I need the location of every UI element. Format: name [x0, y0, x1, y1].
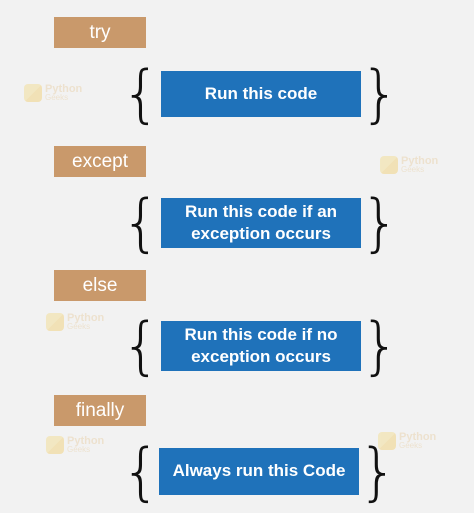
else-body-box: Run this code if no exception occurs	[161, 321, 361, 371]
watermark-name: Python	[401, 155, 439, 167]
close-brace-icon: }	[360, 57, 400, 130]
close-brace-icon: }	[358, 435, 398, 508]
watermark-sub: Geeks	[401, 165, 425, 175]
close-brace-icon: }	[360, 309, 400, 382]
watermark-sub: Geeks	[67, 445, 91, 455]
watermark-name: Python	[399, 431, 437, 443]
watermark-logo: Python Geeks	[380, 155, 439, 175]
watermark-logo: Python Geeks	[46, 435, 105, 455]
open-brace-icon: {	[121, 435, 161, 508]
python-logo-icon	[380, 156, 398, 175]
open-brace-icon: {	[121, 186, 161, 259]
finally-body-box: Always run this Code	[159, 448, 359, 495]
finally-keyword-label: finally	[54, 395, 146, 426]
try-keyword-label: try	[54, 17, 146, 48]
watermark-name: Python	[45, 83, 83, 95]
open-brace-icon: {	[121, 309, 161, 382]
python-logo-icon	[24, 84, 42, 103]
watermark-logo: Python Geeks	[24, 83, 83, 103]
python-logo-icon	[46, 313, 64, 332]
python-logo-icon	[378, 432, 396, 451]
open-brace-icon: {	[121, 57, 161, 130]
watermark-sub: Geeks	[45, 93, 69, 103]
watermark-sub: Geeks	[399, 441, 423, 451]
watermark-name: Python	[67, 312, 105, 324]
close-brace-icon: }	[360, 186, 400, 259]
python-logo-icon	[46, 436, 64, 455]
watermark-logo: Python Geeks	[46, 312, 105, 332]
try-body-box: Run this code	[161, 71, 361, 117]
except-keyword-label: except	[54, 146, 146, 177]
else-keyword-label: else	[54, 270, 146, 301]
watermark-logo: Python Geeks	[378, 431, 437, 451]
watermark-name: Python	[67, 435, 105, 447]
watermark-sub: Geeks	[67, 322, 91, 332]
except-body-box: Run this code if an exception occurs	[161, 198, 361, 248]
